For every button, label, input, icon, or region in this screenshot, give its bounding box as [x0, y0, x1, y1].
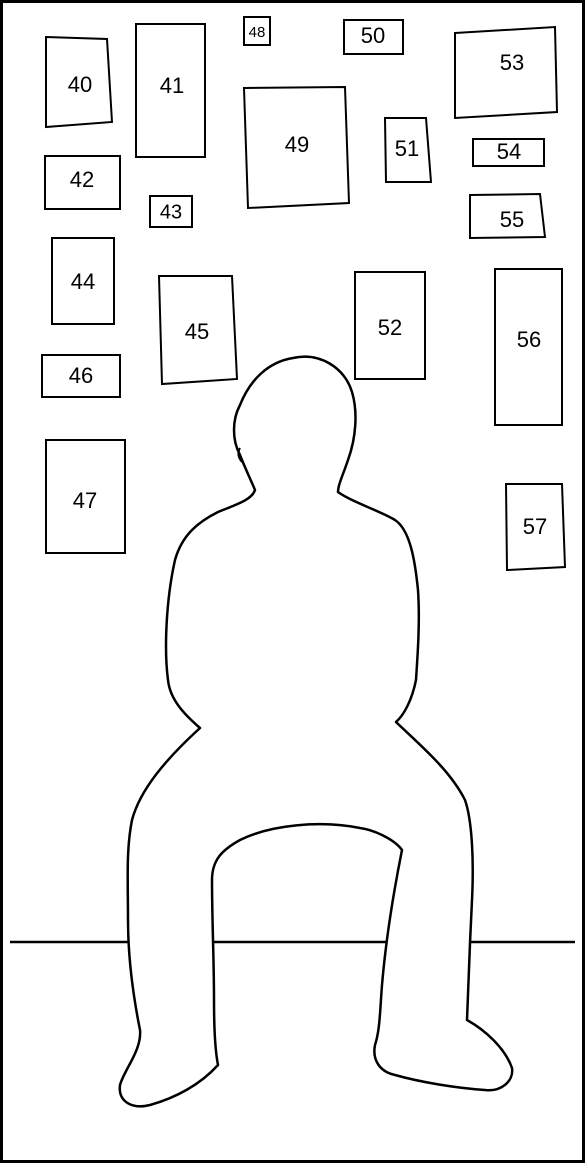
frame-47: 47	[46, 440, 125, 553]
frame-55: 55	[470, 194, 545, 238]
frame-label: 52	[378, 315, 402, 340]
frame-label: 46	[69, 363, 93, 388]
frame-41: 41	[136, 24, 205, 157]
frame-label: 42	[70, 167, 94, 192]
frame-label: 43	[160, 201, 182, 223]
frame-56: 56	[495, 269, 562, 425]
frame-label: 49	[285, 132, 309, 157]
frame-label: 53	[500, 50, 524, 75]
frame-label: 45	[185, 319, 209, 344]
frame-52: 52	[355, 272, 425, 379]
frame-48: 48	[244, 17, 270, 45]
frame-43: 43	[150, 196, 192, 227]
frame-label: 40	[68, 72, 92, 97]
frame-label: 56	[517, 327, 541, 352]
frame-44: 44	[52, 238, 114, 324]
frame-label: 55	[500, 207, 524, 232]
frame-label: 41	[160, 73, 184, 98]
frame-label: 57	[523, 514, 547, 539]
frame-54: 54	[473, 139, 544, 166]
frame-label: 48	[249, 24, 266, 41]
frame-label: 50	[361, 23, 385, 48]
frame-label: 54	[497, 139, 521, 164]
frame-label: 44	[71, 269, 95, 294]
frame-53: 53	[455, 27, 557, 118]
frame-45: 45	[159, 276, 237, 384]
frame-40: 40	[46, 37, 112, 127]
seated-person-silhouette	[120, 357, 512, 1107]
frame-51: 51	[385, 118, 431, 182]
frame-49: 49	[244, 87, 349, 208]
frame-label: 47	[73, 488, 97, 513]
frame-46: 46	[42, 355, 120, 397]
frame-57: 57	[506, 484, 565, 570]
frame-42: 42	[45, 156, 120, 209]
frame-label: 51	[395, 136, 419, 161]
frame-50: 50	[344, 20, 403, 54]
